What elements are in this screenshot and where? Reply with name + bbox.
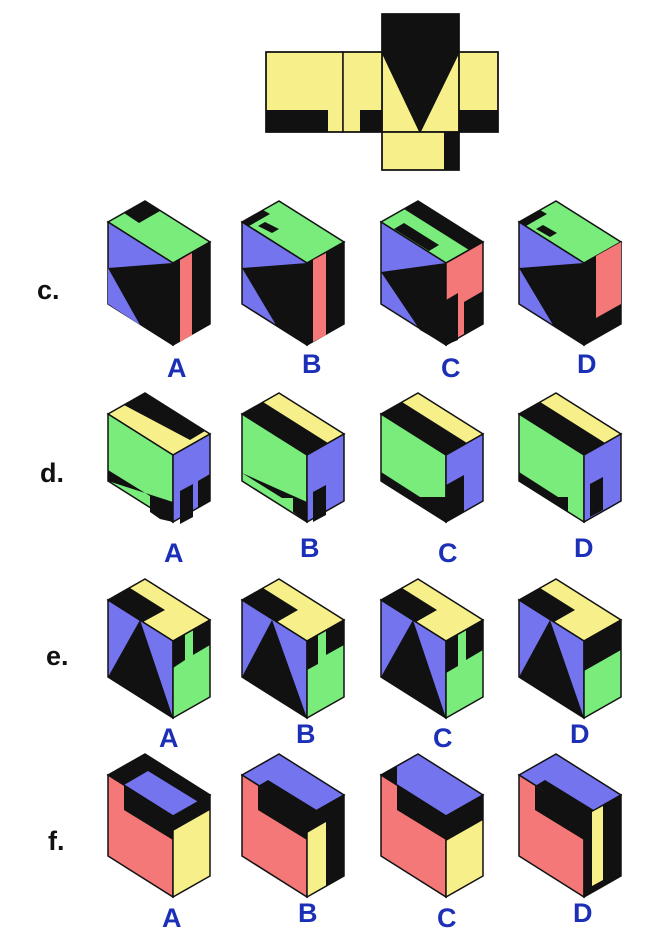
cube-c-b[interactable]: [242, 201, 344, 345]
option-label-f-c[interactable]: C: [437, 903, 457, 934]
cube-f-a[interactable]: [108, 754, 210, 897]
net-face-top: [382, 14, 459, 52]
row-e: [108, 579, 621, 718]
cube-c-a[interactable]: [108, 201, 210, 345]
option-label-d-c[interactable]: C: [438, 538, 458, 569]
net-far-left-black: [266, 110, 328, 132]
cube-d-c[interactable]: [381, 393, 483, 522]
row-label-f: f.: [48, 826, 65, 857]
option-label-e-c[interactable]: C: [433, 723, 453, 754]
row-c: [108, 201, 621, 345]
option-label-f-b[interactable]: B: [298, 898, 318, 929]
option-label-c-b[interactable]: B: [302, 349, 322, 380]
cube-f-c[interactable]: [381, 754, 483, 897]
option-label-c-c[interactable]: C: [441, 353, 461, 384]
option-label-e-b[interactable]: B: [296, 719, 316, 750]
option-label-c-a[interactable]: A: [167, 353, 187, 384]
net-right-black: [459, 110, 498, 132]
row-label-d: d.: [40, 458, 64, 489]
row-f: [108, 754, 621, 897]
option-label-e-a[interactable]: A: [159, 723, 179, 754]
cube-d-a[interactable]: [108, 393, 210, 524]
net-bottom-black: [444, 132, 459, 170]
cube-e-c[interactable]: [381, 579, 483, 718]
cube-c-c[interactable]: [381, 201, 483, 345]
cube-e-a[interactable]: [108, 579, 210, 718]
cube-e-d[interactable]: [519, 579, 621, 718]
cube-f-b[interactable]: [242, 754, 344, 897]
option-label-f-a[interactable]: A: [162, 903, 182, 934]
cube-d-b[interactable]: [242, 393, 344, 522]
option-label-d-b[interactable]: B: [300, 533, 320, 564]
option-label-d-d[interactable]: D: [574, 533, 594, 564]
option-label-d-a[interactable]: A: [164, 538, 184, 569]
cube-net: [266, 14, 498, 170]
cube-f-d[interactable]: [519, 754, 621, 897]
row-d: [108, 393, 621, 524]
row-label-c: c.: [37, 275, 60, 306]
net-left-black: [360, 110, 382, 132]
option-label-f-d[interactable]: D: [573, 898, 593, 929]
cube-e-b[interactable]: [242, 579, 344, 718]
cube-c-d[interactable]: [519, 201, 621, 345]
option-label-e-d[interactable]: D: [570, 719, 590, 750]
row-label-e: e.: [46, 641, 69, 672]
cube-d-d[interactable]: [519, 393, 621, 522]
option-label-c-d[interactable]: D: [577, 349, 597, 380]
